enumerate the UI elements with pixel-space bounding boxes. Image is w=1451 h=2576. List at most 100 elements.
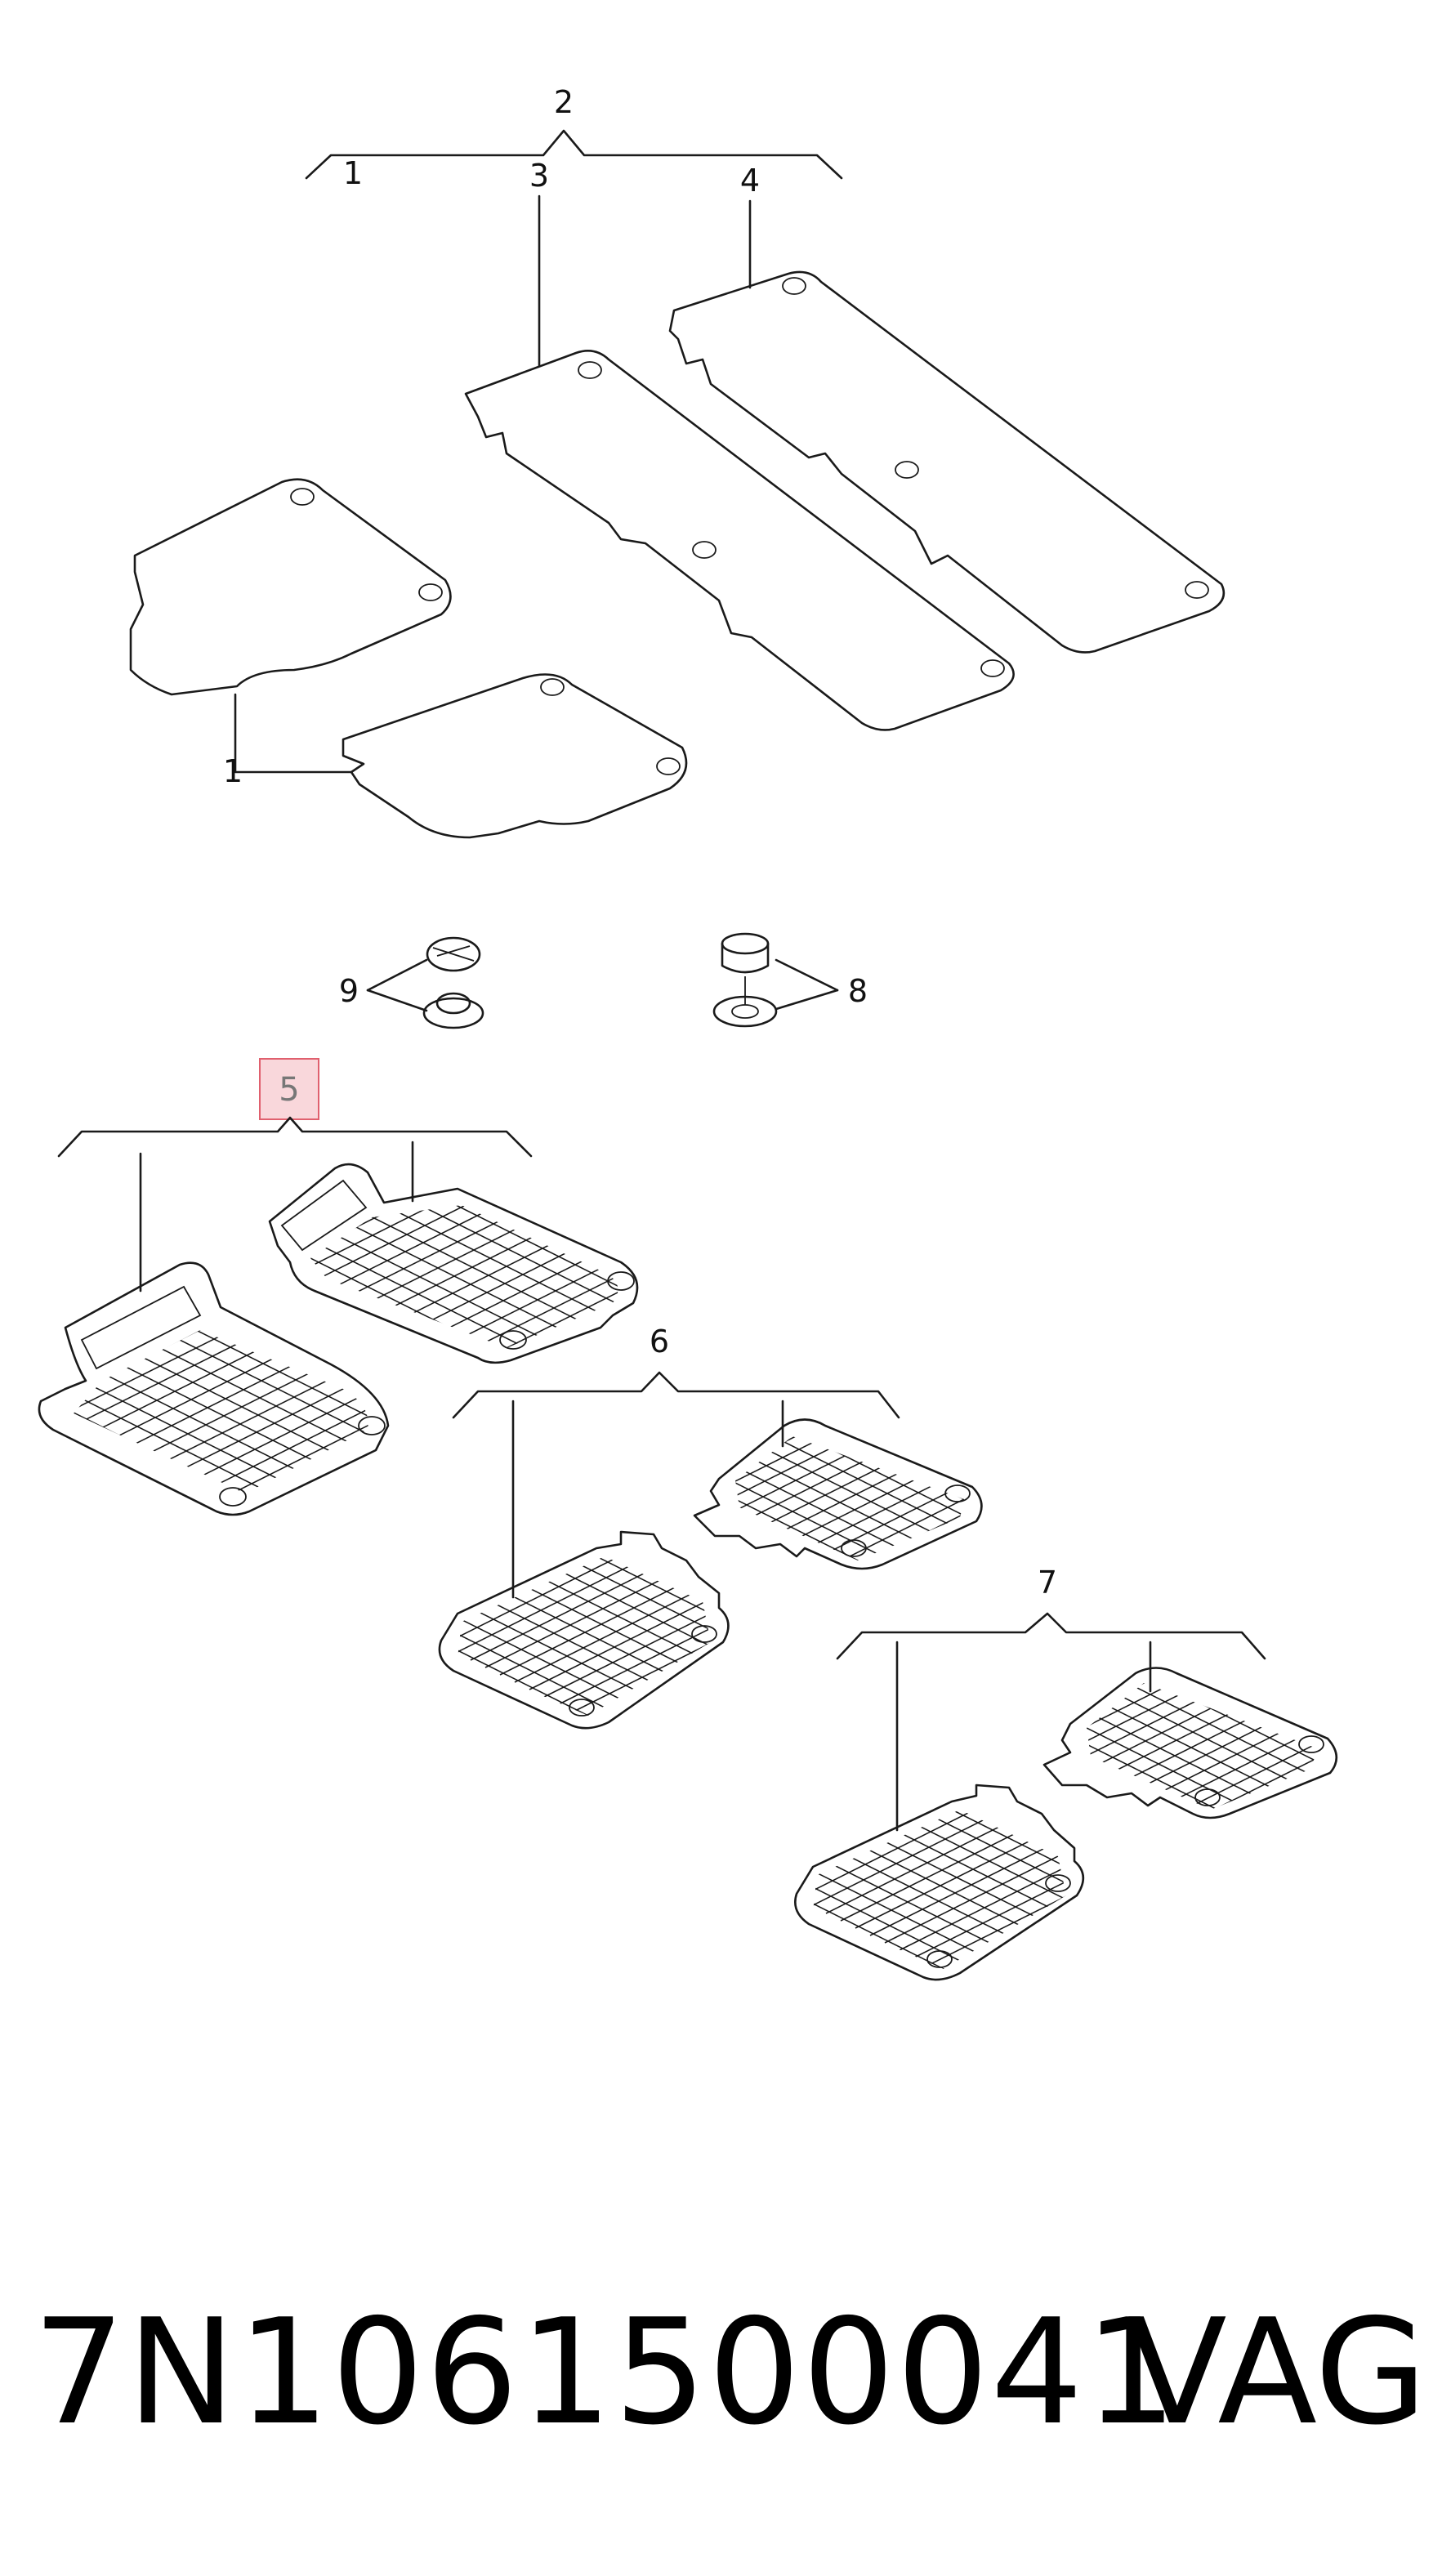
mat-grid-line: [557, 1270, 1333, 1658]
mat-grid-line: [0, 698, 663, 1086]
mat-grid-line: [553, 1205, 618, 1266]
mat-grid-line: [410, 1196, 1186, 1584]
mat-grid-line: [310, 1205, 618, 1348]
mat-grid-line: [74, 1330, 368, 1493]
mat-grid-line: [842, 1221, 1451, 1539]
mat-grid-line: [813, 1810, 1066, 1969]
mat-grid-line: [813, 1850, 1066, 1969]
mat-grid-line: [1091, 1693, 1451, 2046]
mat-grid-line: [909, 1436, 964, 1498]
mat-grid-line: [400, 1347, 1105, 1700]
mat-grid-line: [547, 1421, 1252, 1774]
mat-grid-line: [99, 1330, 368, 1430]
mat-grid-line: [1277, 1683, 1317, 1734]
mat-grid-line: [813, 1882, 1016, 1969]
mat-grid-line: [735, 1436, 964, 1452]
mat-grid-line: [813, 1810, 1066, 1969]
mat-grid-line: [472, 1074, 1108, 1392]
callout-label-5[interactable]: 5: [279, 1071, 299, 1109]
mat-grid-line: [1440, 1366, 1451, 1652]
mat-grid-line: [1138, 1096, 1451, 1382]
mat-grid-line: [74, 1109, 779, 1462]
mat-grid-line: [943, 1436, 964, 1560]
callout-bracket-7: [836, 1612, 1266, 1660]
mat-grid-line: [576, 1435, 1282, 1788]
mat-grid-line: [475, 1229, 1252, 1617]
mat-grid-line: [794, 1305, 1430, 1623]
mat-grid-line: [858, 1213, 1451, 1531]
mat-grid-line: [1311, 1417, 1451, 1735]
mat-grid-line: [146, 1330, 368, 1462]
mat-grid-line: [1034, 1810, 1066, 1875]
mat-grid-line: [1223, 1759, 1451, 2112]
mat-grid-line: [458, 1556, 711, 1646]
mat-grid-line: [813, 1810, 1066, 1841]
callout-label-6: 6: [650, 1324, 669, 1359]
mat-grid-line: [573, 1205, 618, 1348]
mat-grid-line: [74, 1330, 368, 1493]
mat-grid-line: [859, 760, 1451, 1113]
mat-grid-line: [1007, 1162, 1451, 1448]
mat-grid-line: [0, 828, 451, 1217]
mat-grid-line: [1179, 1683, 1317, 1784]
mat-grid-line: [458, 1556, 711, 1716]
mat-grid-line: [310, 1205, 618, 1348]
mat-grid-line: [417, 973, 1123, 1326]
mat-grid-line: [676, 1556, 711, 1716]
mat-grid-line: [869, 1436, 964, 1560]
mat-grid-line: [310, 1205, 618, 1348]
mat-grid-line: [458, 1556, 711, 1716]
mat-grid-line: [688, 1098, 1451, 1486]
mat-grid-line: [74, 1330, 368, 1493]
mat-grid-line: [926, 1436, 964, 1489]
mat-grid-line: [373, 1205, 618, 1348]
mat-grid-line: [912, 1528, 1451, 1881]
mat-grid-line: [458, 1556, 711, 1654]
callout-label-1-bottom: 1: [223, 753, 243, 789]
mat-grid-line: [813, 1874, 1033, 1969]
mat-grid-line: [1056, 1137, 1451, 1423]
mat-grid-line: [132, 1330, 368, 1446]
mat-grid-line: [272, 1330, 368, 1399]
mat-grid-line: [735, 1436, 964, 1560]
mat-grid-line: [1087, 1683, 1317, 1810]
mat-grid-line: [809, 1238, 1444, 1556]
mat-grid-line: [735, 1275, 1371, 1593]
mat-grid-line: [1208, 1752, 1451, 2105]
mat-grid-line: [1250, 1683, 1317, 1810]
mat-grid-line: [1194, 1744, 1451, 2097]
mat-grid-line: [813, 1891, 1000, 1969]
mat-grid-line: [735, 1436, 964, 1560]
mat-grid-line: [310, 1205, 618, 1348]
mat-grid-line: [148, 1330, 368, 1454]
mat-grid-line: [735, 1436, 964, 1459]
mat-grid-line: [913, 1810, 1066, 1958]
mat-grid-line: [1187, 1072, 1451, 1358]
mat-grid-line: [727, 1279, 1363, 1596]
mat-grid-line: [435, 964, 1141, 1317]
mat-grid-line: [362, 1330, 368, 1354]
mat-grid-line: [200, 1330, 368, 1435]
mat-grid-line: [809, 1312, 1444, 1630]
mat-grid-line: [516, 1096, 1152, 1414]
mat-grid-line: [458, 1556, 711, 1639]
mat-grid-line: [1368, 1592, 1451, 1909]
mat-grid-line: [776, 1254, 1412, 1572]
mat-grid-line: [489, 937, 1194, 1290]
callout-label-4: 4: [740, 163, 760, 199]
mat-grid-line: [1087, 1683, 1317, 1734]
mat-grid-line: [44, 1094, 750, 1447]
mat-grid-line: [1119, 1398, 1451, 1716]
mat-grid-line: [116, 812, 892, 1200]
mat-grid-line: [409, 1205, 618, 1348]
mat-grid-line: [1265, 1683, 1317, 1810]
mat-grid-line: [164, 1330, 368, 1462]
mat-grid-line: [589, 1205, 618, 1348]
mat-grid-line: [907, 1189, 1451, 1507]
mat-grid-line: [884, 1436, 964, 1560]
mat-grid-line: [1002, 1339, 1451, 1657]
mat-grid-line: [853, 1498, 1451, 1851]
mat-grid-line: [128, 1330, 368, 1471]
mat-grid-line: [721, 1114, 1451, 1502]
mat-grid-line: [813, 1810, 1066, 1892]
